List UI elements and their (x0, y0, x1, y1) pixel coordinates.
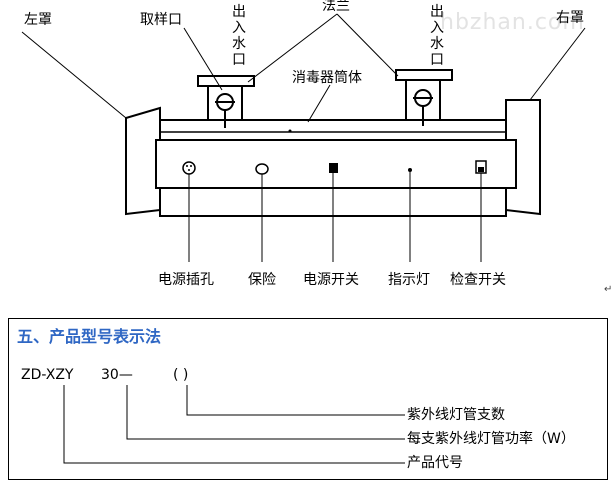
sterilizer-diagram: 左罩 取样口 法兰 右罩 消毒器筒体 出入水口 出入水口 电源插孔 保险 电源开… (21, 0, 586, 288)
left-cover-label: 左罩 (24, 12, 52, 28)
power-socket-icon (182, 161, 196, 175)
model-section-panel: 五、产品型号表示法 ZD-XZY 30— ( ) 紫外线灯管支数 每支紫外线灯管… (8, 318, 608, 480)
flange-label: 法兰 (322, 0, 350, 14)
tube-count-desc: 紫外线灯管支数 (407, 407, 505, 423)
inlet-outlet-label-right: 出入水口 (430, 4, 444, 68)
model-number: 30— (101, 367, 133, 383)
fuse-icon (255, 163, 269, 175)
watermark: hbzhan.com (440, 10, 585, 35)
power-switch-icon (329, 163, 338, 173)
model-diagram: ZD-XZY 30— ( ) 紫外线灯管支数 每支紫外线灯管功率（W） 产品代号 (21, 367, 575, 471)
product-code-desc: 产品代号 (407, 455, 463, 471)
indicator-icon (408, 168, 412, 172)
model-section-title: 五、产品型号表示法 (17, 327, 162, 346)
left-cover-shape (125, 106, 161, 216)
fuse-label: 保险 (248, 272, 276, 288)
left-flange (197, 75, 255, 87)
inlet-outlet-label-left: 出入水口 (232, 4, 246, 68)
right-cover-label: 右罩 (556, 10, 584, 26)
model-prefix: ZD-XZY (21, 367, 74, 383)
check-switch-label: 检查开关 (450, 272, 506, 288)
cylinder-label: 消毒器筒体 (292, 69, 362, 86)
right-flange (395, 69, 453, 81)
indicator-label: 指示灯 (388, 272, 430, 288)
small-arrow-icon: ↵ (604, 284, 613, 295)
power-switch-label: 电源开关 (303, 272, 359, 288)
tube-power-desc: 每支紫外线灯管功率（W） (407, 430, 575, 447)
sample-port-label: 取样口 (140, 12, 182, 28)
power-socket-label: 电源插孔 (158, 272, 214, 288)
model-paren: ( ) (173, 367, 188, 383)
